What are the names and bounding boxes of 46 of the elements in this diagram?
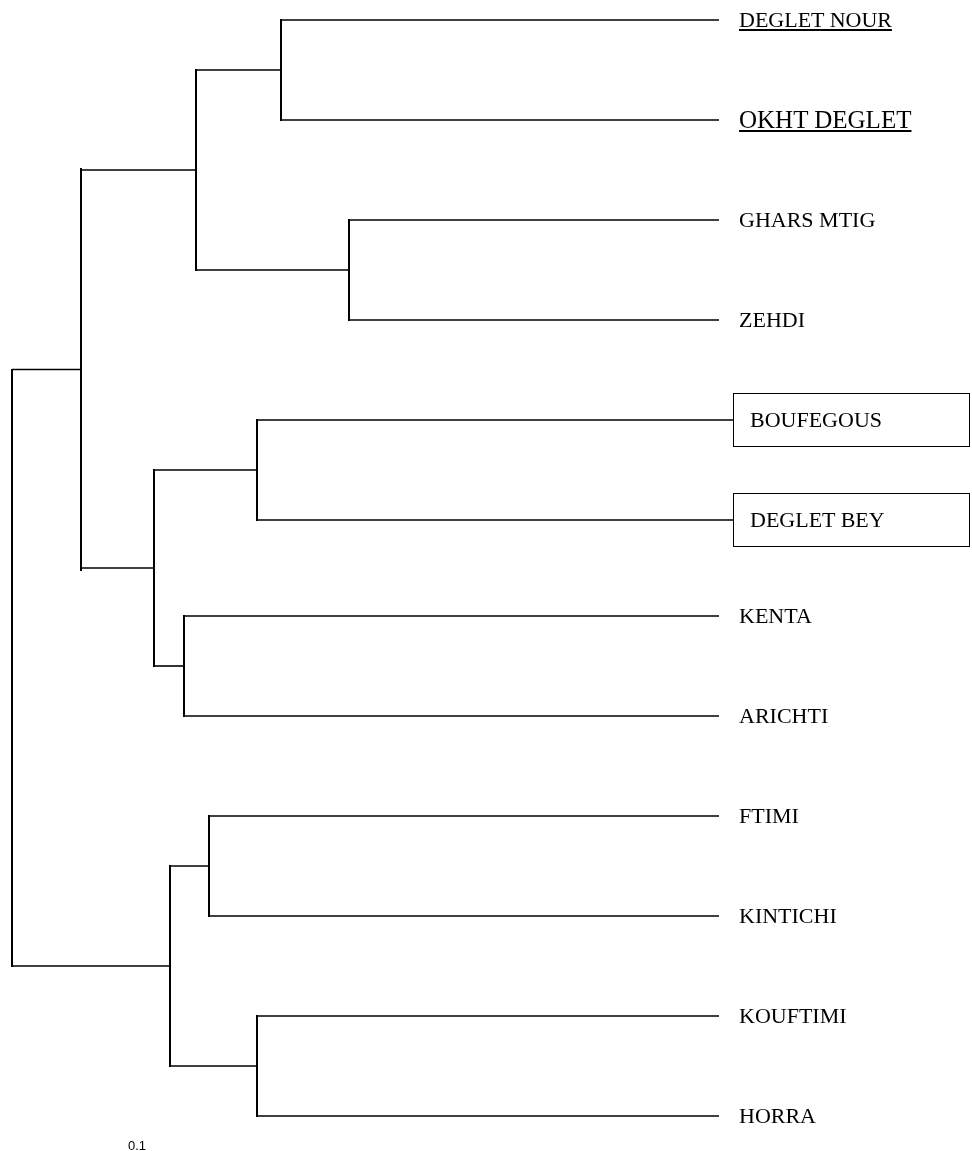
tree-branch bbox=[348, 319, 720, 321]
tree-branch bbox=[195, 69, 282, 71]
framed-leaf-label: BOUFEGOUS bbox=[733, 393, 970, 447]
tree-branch bbox=[153, 665, 185, 667]
leaf-label: GHARS MTIG bbox=[719, 200, 876, 240]
tree-branch bbox=[169, 1065, 258, 1067]
tree-branch bbox=[208, 815, 720, 817]
leaf-label: KINTICHI bbox=[719, 896, 837, 936]
tree-branch bbox=[195, 269, 350, 271]
tree-branch bbox=[80, 567, 155, 569]
tree-junction-line bbox=[183, 615, 185, 717]
tree-junction-line bbox=[256, 419, 258, 521]
tree-branch bbox=[256, 419, 734, 421]
leaf-label: OKHT DEGLET bbox=[719, 100, 912, 140]
tree-junction-line bbox=[256, 1015, 258, 1117]
tree-junction-line bbox=[280, 19, 282, 121]
tree-branch bbox=[348, 219, 720, 221]
tree-junction-line bbox=[153, 469, 155, 667]
leaf-label: FTIMI bbox=[719, 796, 799, 836]
tree-branch bbox=[169, 865, 210, 867]
leaf-label: KOUFTIMI bbox=[719, 996, 847, 1036]
tree-branch bbox=[183, 715, 720, 717]
tree-junction-line bbox=[208, 815, 210, 917]
tree-branch bbox=[208, 915, 720, 917]
tree-junction-line bbox=[11, 369, 13, 967]
tree-junction-line bbox=[80, 168, 82, 571]
tree-junction-line bbox=[348, 219, 350, 321]
tree-branch bbox=[280, 119, 720, 121]
tree-branch bbox=[183, 615, 720, 617]
tree-branch bbox=[153, 469, 258, 471]
tree-branch bbox=[256, 1115, 720, 1117]
leaf-label: ZEHDI bbox=[719, 300, 805, 340]
leaf-label: HORRA bbox=[719, 1096, 816, 1136]
tree-branch bbox=[80, 169, 197, 171]
framed-leaf-label: DEGLET BEY bbox=[733, 493, 970, 547]
tree-branch bbox=[256, 1015, 720, 1017]
tree-branch bbox=[11, 965, 171, 967]
tree-junction-line bbox=[169, 865, 171, 1067]
leaf-label: DEGLET NOUR bbox=[719, 0, 892, 40]
tree-branch bbox=[256, 519, 734, 521]
tree-branch bbox=[11, 368, 82, 371]
leaf-label: ARICHTI bbox=[719, 696, 829, 736]
tree-branch bbox=[280, 19, 720, 21]
tree-junction-line bbox=[195, 69, 197, 271]
scale-value: 0.1 bbox=[128, 1138, 147, 1151]
leaf-label: KENTA bbox=[719, 596, 812, 636]
